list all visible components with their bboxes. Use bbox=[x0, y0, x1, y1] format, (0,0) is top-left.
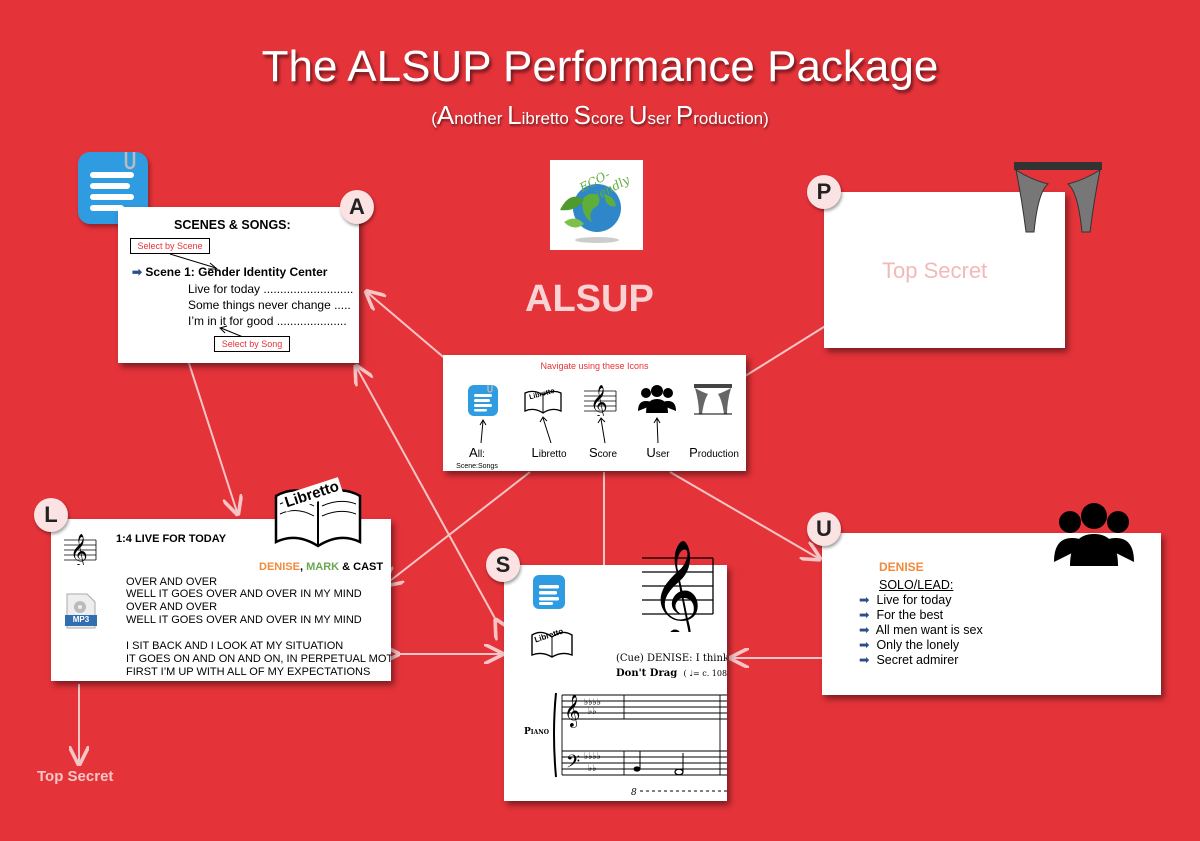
svg-text:𝄞: 𝄞 bbox=[650, 538, 702, 632]
user-song-list: ➡ Live for today ➡ For the best ➡ All me… bbox=[859, 593, 983, 668]
song-item[interactable]: Some things never change ..... bbox=[188, 298, 351, 312]
nav-production-icon[interactable] bbox=[693, 383, 733, 415]
nav-libretto-icon[interactable]: Libretto bbox=[523, 385, 563, 415]
nav-label-all: All: Scene:Songs bbox=[456, 445, 498, 470]
song-title: 1:4 LIVE FOR TODAY bbox=[116, 533, 227, 545]
badge-s: S bbox=[486, 548, 520, 582]
lyric-line: WELL IT GOES OVER AND OVER IN MY MIND bbox=[126, 588, 362, 600]
arrow-right-icon: ➡ bbox=[859, 653, 870, 667]
pointer-arrow bbox=[219, 325, 244, 338]
nav-caption: Navigate using these Icons bbox=[540, 361, 649, 371]
mp3-label: MP3 bbox=[72, 615, 90, 624]
score-libretto-icon[interactable]: Libretto bbox=[530, 625, 574, 659]
navigation-panel: Navigate using these Icons Libretto 𝄞 bbox=[443, 355, 746, 471]
nav-user-icon[interactable] bbox=[638, 383, 676, 415]
select-by-song-button[interactable]: Select by Song bbox=[214, 336, 290, 352]
arrow-right-icon: ➡ bbox=[859, 638, 870, 652]
scenes-heading: SCENES & SONGS: bbox=[174, 218, 291, 232]
curtain-icon bbox=[1014, 162, 1102, 233]
panel-user: DENISE SOLO/LEAD: ➡ Live for today ➡ For… bbox=[822, 533, 1161, 695]
curtain-icon bbox=[694, 384, 732, 415]
panel-libretto: 𝄞 1:4 LIVE FOR TODAY DENISE, MARK & CAST… bbox=[51, 519, 391, 681]
book-icon bbox=[531, 631, 573, 658]
arrow-right-icon: ➡ bbox=[132, 265, 143, 279]
panel-score: Libretto (Cue) DENISE: I think about Don… bbox=[504, 565, 727, 801]
scene-item[interactable]: ➡ Scene 1: Gender Identity Center bbox=[132, 265, 328, 279]
nav-label-production: Production bbox=[689, 445, 739, 460]
song-name: Don't Drag ( ♩= c. 108) bbox=[616, 668, 727, 679]
treble-clef-icon: 𝄞 bbox=[642, 538, 714, 646]
song-item[interactable]: I’m in it for good ..................... bbox=[188, 314, 347, 328]
svg-text:𝄞: 𝄞 bbox=[564, 694, 581, 728]
user-name: DENISE bbox=[879, 560, 924, 574]
libretto-book-image: Libretto bbox=[272, 470, 364, 550]
song-item[interactable]: Live for today .........................… bbox=[188, 282, 354, 296]
nav-label-libretto: Libretto bbox=[531, 445, 567, 460]
arrow-right-icon: ➡ bbox=[859, 608, 870, 622]
panel-scenes-songs: SCENES & SONGS: Select by Scene ➡ Scene … bbox=[118, 207, 359, 363]
nav-label-user: User bbox=[646, 445, 670, 460]
users-group-image bbox=[1054, 500, 1134, 570]
footer-top-secret: Top Secret bbox=[37, 768, 114, 785]
nav-pointer-arrows bbox=[479, 416, 661, 444]
top-secret-label: Top Secret bbox=[882, 258, 988, 283]
badge-a: A bbox=[340, 190, 374, 224]
svg-text:♭♭♭♭: ♭♭♭♭ bbox=[584, 752, 601, 762]
lyric-line: FIRST I’M UP WITH ALL OF MY EXPECTATIONS bbox=[126, 666, 371, 678]
cast-line: DENISE, MARK & CAST bbox=[259, 561, 384, 573]
page-subtitle: (Another Libretto Score User Production) bbox=[431, 100, 769, 130]
globe-icon bbox=[560, 184, 621, 243]
user-song-item[interactable]: ➡ Secret admirer bbox=[859, 653, 959, 667]
nav-score-icon[interactable]: 𝄞 bbox=[583, 382, 617, 421]
nav-label-score: Score bbox=[588, 445, 618, 460]
badge-u: U bbox=[807, 512, 841, 546]
list-icon bbox=[539, 585, 559, 605]
user-song-item[interactable]: ➡ Only the lonely bbox=[859, 638, 960, 652]
svg-text:♭♭: ♭♭ bbox=[588, 764, 597, 774]
treble-clef-icon: 𝄞 bbox=[584, 385, 617, 421]
lyric-line: IT GOES ON AND ON AND ON, IN PERPETUAL M… bbox=[126, 653, 391, 665]
instrument-label: Piano bbox=[524, 727, 549, 737]
book-icon bbox=[524, 390, 562, 414]
stage-curtain-image bbox=[1014, 162, 1102, 234]
badge-l: L bbox=[34, 498, 68, 532]
lyric-line: WELL IT GOES OVER AND OVER IN MY MIND bbox=[126, 614, 362, 626]
alsup-brand: ALSUP bbox=[525, 278, 654, 320]
user-role: SOLO/LEAD: bbox=[879, 578, 954, 592]
lyric-line: OVER AND OVER bbox=[126, 601, 218, 613]
arrow-right-icon: ➡ bbox=[859, 623, 870, 637]
mp3-file-icon[interactable]: MP3 bbox=[65, 593, 97, 629]
cue-text: (Cue) DENISE: I think about bbox=[616, 653, 727, 664]
svg-text:♭♭♭♭: ♭♭♭♭ bbox=[584, 698, 601, 708]
select-by-scene-button[interactable]: Select by Scene bbox=[130, 238, 210, 254]
user-song-item[interactable]: ➡ All men want is sex bbox=[859, 623, 983, 637]
list-icon bbox=[474, 384, 493, 412]
nav-all-icon[interactable] bbox=[468, 384, 498, 416]
page-title: The ALSUP Performance Package bbox=[261, 42, 939, 91]
svg-text:𝄞: 𝄞 bbox=[70, 534, 88, 565]
svg-text:𝄢: 𝄢 bbox=[566, 752, 580, 777]
score-all-icon[interactable] bbox=[533, 575, 565, 609]
user-song-item[interactable]: ➡ Live for today bbox=[859, 593, 952, 607]
lyric-line: I SIT BACK AND I LOOK AT MY SITUATION bbox=[126, 640, 344, 652]
user-song-item[interactable]: ➡ For the best bbox=[859, 608, 944, 622]
arrow-right-icon: ➡ bbox=[859, 593, 870, 607]
svg-text:8: 8 bbox=[631, 788, 637, 798]
users-icon bbox=[1054, 503, 1134, 566]
treble-clef-icon: 𝄞 bbox=[64, 534, 97, 565]
list-icon bbox=[90, 150, 136, 211]
sheet-music: 𝄞 𝄢 ♭♭♭♭♭♭ ♭♭♭♭♭♭ 8 bbox=[553, 692, 727, 798]
pointer-arrow bbox=[169, 253, 219, 270]
users-icon bbox=[638, 385, 676, 413]
badge-p: P bbox=[807, 175, 841, 209]
lyric-line: OVER AND OVER bbox=[126, 576, 218, 588]
svg-text:♭♭: ♭♭ bbox=[588, 707, 597, 717]
svg-text:𝄞: 𝄞 bbox=[590, 385, 608, 416]
eco-friendly-logo: ECO-friendly bbox=[550, 160, 643, 250]
score-treble-clef-image: 𝄞 bbox=[640, 532, 715, 646]
arrow-s-a bbox=[357, 368, 497, 622]
audio-file-icon bbox=[65, 593, 97, 629]
arrow-nav-to-u bbox=[669, 471, 818, 558]
